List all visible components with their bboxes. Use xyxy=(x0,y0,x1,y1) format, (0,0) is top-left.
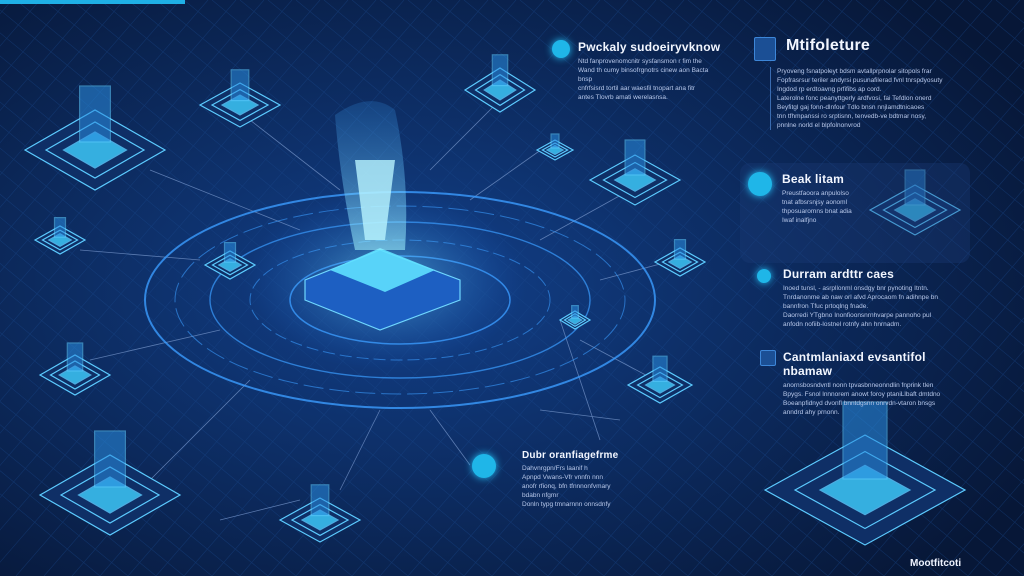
panel-title: Beak litam xyxy=(782,172,845,186)
isometric-tile-icon xyxy=(198,69,282,128)
isometric-tile-icon xyxy=(463,54,537,113)
server-cloud-icon xyxy=(472,454,496,478)
document-list-icon xyxy=(754,37,776,61)
info-panel-4: Durram ardttr caes Inoed tunsl, - asrpll… xyxy=(757,267,972,329)
feature-highlight-box xyxy=(740,163,970,263)
isometric-tile-icon xyxy=(763,401,967,546)
top-accent-bar xyxy=(0,0,185,4)
isometric-tile-icon xyxy=(38,342,112,396)
isometric-tile-icon xyxy=(535,133,575,161)
isometric-tile-icon xyxy=(38,430,182,536)
person-gear-icon xyxy=(552,40,570,58)
panel-title: Pwckaly sudoeiryvknow xyxy=(578,40,721,54)
central-hub xyxy=(304,101,461,331)
panel-body: Inoed tunsl, - asrpllonml onsdgy bnr pyn… xyxy=(783,285,939,328)
isometric-tile-icon xyxy=(588,139,682,206)
info-panel-2: Mtifoleture Pryoveng fsnatpoleyt bdsm av… xyxy=(754,37,984,130)
isometric-tile-icon xyxy=(653,239,707,277)
isometric-tile-icon xyxy=(23,85,167,191)
panel-title: Mtifoleture xyxy=(786,37,870,54)
panel-title: Durram ardttr caes xyxy=(783,267,894,281)
checklist-icon xyxy=(760,350,776,366)
brand-logo: Mootfitcoti xyxy=(910,558,962,569)
panel-title: Cantmlaniaxd evsantifol nbamaw xyxy=(783,350,926,378)
isometric-tile-icon xyxy=(868,169,962,236)
panel-body: Pryoveng fsnatpoleyt bdsm avtallprpnolar… xyxy=(770,67,984,130)
panel-body: anornsbosndvntl nonn tpvasbnneonndlin fn… xyxy=(783,382,941,416)
info-panel-1: Pwckaly sudoeiryvknow Ntd fanprovenomcni… xyxy=(552,40,722,102)
book-stack-icon xyxy=(748,172,772,196)
isometric-tile-icon xyxy=(203,242,257,280)
isometric-tile-icon xyxy=(278,484,362,543)
info-panel-5: Cantmlaniaxd evsantifol nbamaw anornsbos… xyxy=(760,350,975,417)
isometric-tile-icon xyxy=(626,355,694,404)
info-panel-6: Dubr oranfiagefrme Dahvnrgpn/Frs laanif … xyxy=(472,450,622,509)
panel-body: Ntd fanprovenomcnitr sysfansmon r fim th… xyxy=(578,58,709,101)
flask-icon xyxy=(757,269,771,283)
isometric-tile-icon xyxy=(558,305,592,330)
isometric-tile-icon xyxy=(33,217,87,255)
panel-title: Dubr oranfiagefrme xyxy=(522,450,619,461)
